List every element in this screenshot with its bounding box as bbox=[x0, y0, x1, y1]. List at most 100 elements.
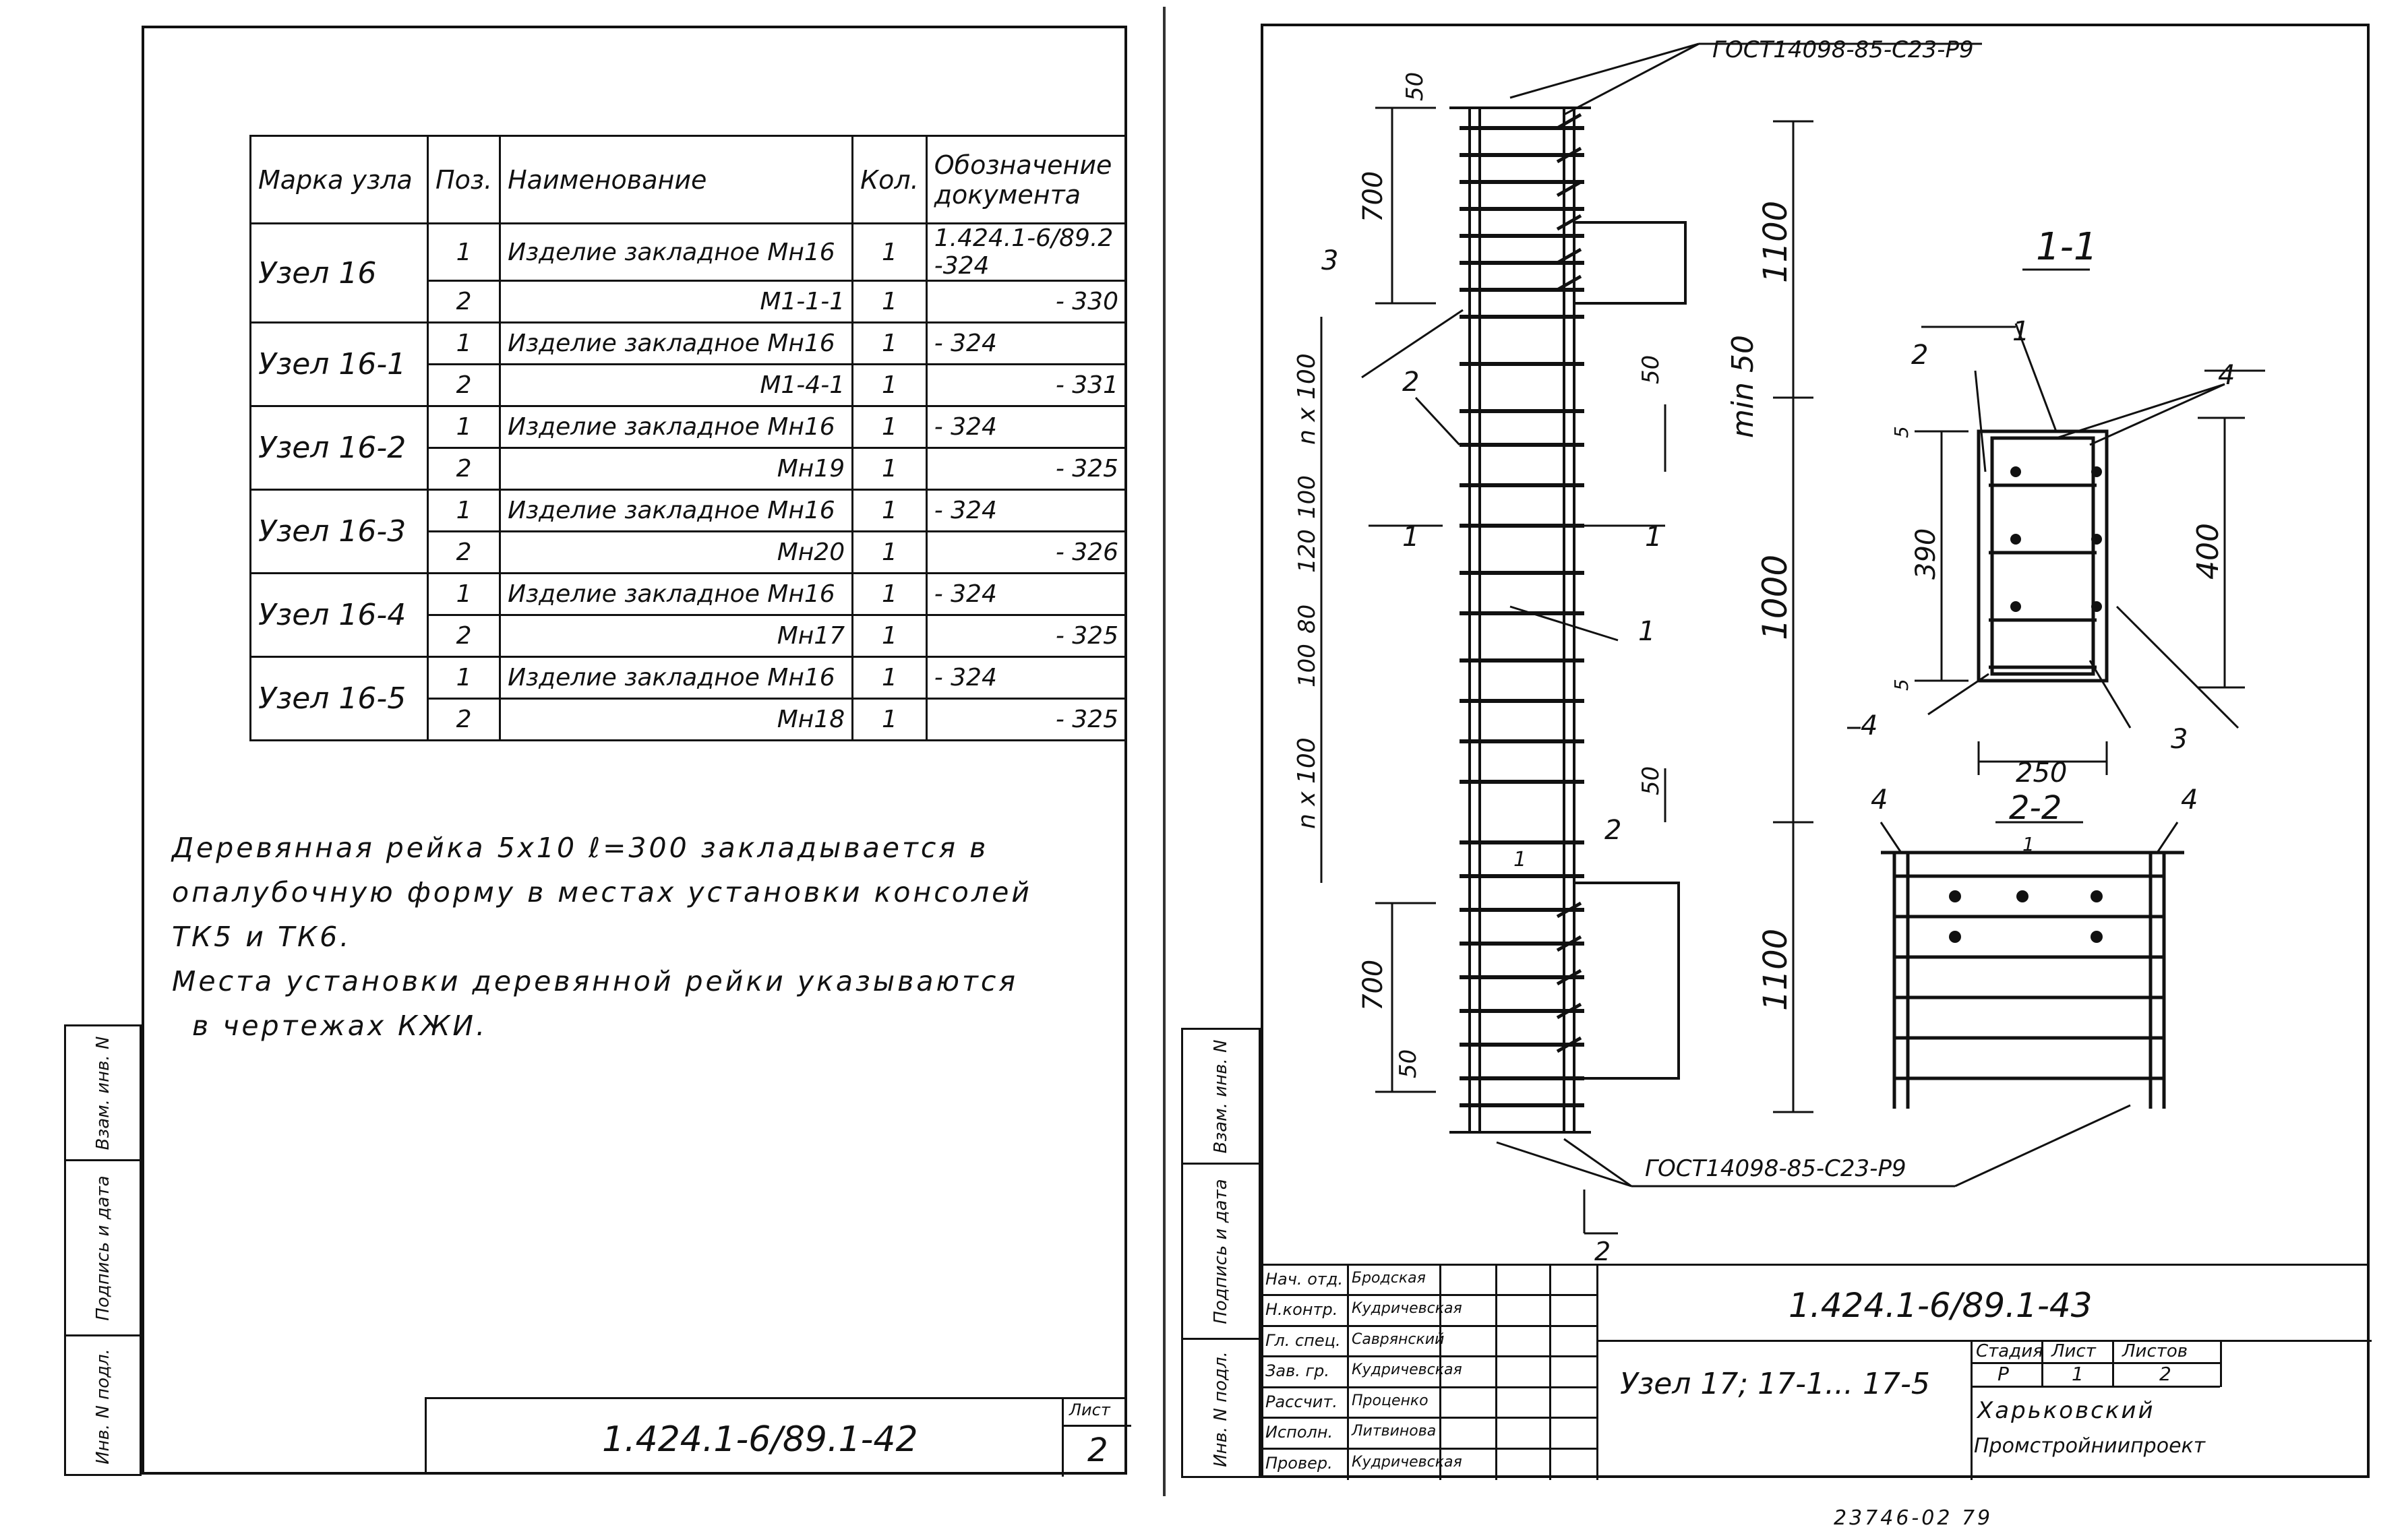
sheets-value: 2 bbox=[2159, 1363, 2171, 1385]
qty-cell: 1 bbox=[851, 698, 928, 741]
weld-mark bbox=[1556, 146, 1582, 164]
section-1-1-label-4a: 4 bbox=[2218, 360, 2235, 391]
pos-cell: 2 bbox=[426, 614, 502, 658]
right-side-strip: Взам. инв. N Подпись и дата Инв. N подл. bbox=[1181, 1028, 1261, 1478]
section-2-2-label-4a: 4 bbox=[1871, 784, 1888, 815]
qty-cell: 1 bbox=[851, 280, 928, 324]
section-mark-2-bottom: 2 bbox=[1594, 1237, 1611, 1266]
note-line: Места установки деревянной рейки указыва… bbox=[172, 965, 1019, 997]
role-label: Исполн. bbox=[1265, 1423, 1333, 1442]
name-cell: Изделие закладное Мн16 bbox=[499, 489, 854, 532]
dim-100: 100 bbox=[1294, 475, 1321, 519]
dim-100b: 100 bbox=[1294, 644, 1321, 687]
header-mark: Марка узла bbox=[249, 135, 429, 224]
left-side-strip: Взам. инв. N Подпись и дата Инв. N подл. bbox=[64, 1024, 142, 1476]
qty-cell: 1 bbox=[851, 489, 928, 532]
doc-cell: 1.424.1-6/89.2 -324 bbox=[925, 222, 1128, 282]
note-line: опалубочную форму в местах установки кон… bbox=[172, 876, 1032, 908]
role-row: Исполн.Литвинова bbox=[1263, 1419, 1596, 1450]
name-cell: Изделие закладное Мн16 bbox=[499, 656, 854, 700]
role-name: Кудричевская bbox=[1352, 1361, 1462, 1379]
dim-700-bot: 700 bbox=[1358, 960, 1389, 1011]
notes: Деревянная рейка 5х10 ℓ=300 закладываетс… bbox=[172, 826, 1102, 1048]
weld-mark bbox=[1556, 247, 1582, 265]
pos-cell: 2 bbox=[426, 280, 502, 324]
section-mark-1-right: 1 bbox=[1645, 522, 1662, 553]
section-1-1-h390: 390 bbox=[1911, 528, 1942, 580]
pos-label-2b: 2 bbox=[1604, 815, 1621, 846]
doc-cell: - 326 bbox=[925, 530, 1128, 574]
role-row: Гл. спец.Саврянский bbox=[1263, 1327, 1596, 1358]
header-qty: Кол. bbox=[851, 135, 928, 224]
spec-table: Марка узла Поз. Наименование Кол. Обозна… bbox=[249, 135, 1128, 741]
weld-mark bbox=[1556, 214, 1582, 231]
doc-cell: - 325 bbox=[925, 447, 1128, 491]
role-label: Нач. отд. bbox=[1265, 1270, 1344, 1289]
role-name: Саврянский bbox=[1352, 1330, 1445, 1348]
name-cell: Изделие закладное Мн16 bbox=[499, 222, 854, 282]
weld-mark bbox=[1556, 180, 1582, 197]
role-row: Провер.Кудричевская bbox=[1263, 1450, 1596, 1480]
role-row: Н.контр.Кудричевская bbox=[1263, 1296, 1596, 1327]
pos-cell: 1 bbox=[426, 572, 502, 616]
section-2-2-label-1: 1 bbox=[2022, 833, 2035, 855]
pos-label-1: 1 bbox=[1638, 616, 1655, 647]
footer-number: 23746-02 79 bbox=[1834, 1506, 1993, 1530]
role-row: Рассчит.Проценко bbox=[1263, 1388, 1596, 1419]
name-cell: Изделие закладное Мн16 bbox=[499, 405, 854, 449]
qty-cell: 1 bbox=[851, 405, 928, 449]
stamp-sheet-no: 2 bbox=[1087, 1431, 1108, 1469]
pos-label-1b: 1 bbox=[1513, 848, 1526, 871]
weld-mark bbox=[1556, 901, 1582, 919]
node-mark: Узел 16-3 bbox=[249, 489, 429, 574]
stage-value: Р bbox=[1997, 1363, 2009, 1385]
name-cell: Мн20 bbox=[499, 530, 854, 574]
gost-label-top: ГОСТ14098-85-С23-Р9 bbox=[1712, 36, 1974, 63]
node-mark: Узел 16-2 bbox=[249, 405, 429, 491]
pos-cell: 2 bbox=[426, 530, 502, 574]
section-1-1-title: 1-1 bbox=[2036, 225, 2097, 269]
doc-cell: - 325 bbox=[925, 698, 1128, 741]
qty-cell: 1 bbox=[851, 656, 928, 700]
pos-label-3: 3 bbox=[1321, 245, 1338, 276]
dim-1000: 1000 bbox=[1755, 555, 1795, 640]
doc-cell: - 330 bbox=[925, 280, 1128, 324]
left-stamp: 1.424.1-6/89.1-42 Лист 2 bbox=[425, 1397, 1131, 1477]
pos-label-2: 2 bbox=[1402, 367, 1419, 398]
doc-cell: - 324 bbox=[925, 489, 1128, 532]
qty-cell: 1 bbox=[851, 222, 928, 282]
dim-700-top: 700 bbox=[1358, 171, 1389, 222]
weld-mark bbox=[1556, 935, 1582, 952]
role-row: Зав. гр.Кудричевская bbox=[1263, 1357, 1596, 1388]
pos-cell: 1 bbox=[426, 321, 502, 365]
sheet-label: Лист bbox=[2051, 1341, 2096, 1361]
node-mark: Узел 16 bbox=[249, 222, 429, 324]
role-label: Провер. bbox=[1265, 1453, 1333, 1473]
name-cell: М1-1-1 bbox=[499, 280, 854, 324]
name-cell: Изделие закладное Мн16 bbox=[499, 321, 854, 365]
qty-cell: 1 bbox=[851, 614, 928, 658]
role-name: Проценко bbox=[1352, 1392, 1429, 1409]
name-cell: Мн19 bbox=[499, 447, 854, 491]
weld-mark bbox=[1556, 968, 1582, 986]
node-mark: Узел 16-4 bbox=[249, 572, 429, 658]
pos-cell: 1 bbox=[426, 222, 502, 282]
weld-mark bbox=[1556, 274, 1582, 292]
section-1-1-h400: 400 bbox=[2191, 523, 2225, 580]
org-line2: Промстройниипроект bbox=[1974, 1434, 2206, 1458]
section-1-1-label-3: 3 bbox=[2171, 724, 2188, 755]
weld-mark bbox=[1556, 113, 1582, 130]
weld-mark bbox=[1556, 1036, 1582, 1053]
gost-label-bottom: ГОСТ14098-85-С23-Р9 bbox=[1645, 1155, 1906, 1182]
section-1-1-w250: 250 bbox=[2016, 758, 2067, 789]
node-mark: Узел 16-5 bbox=[249, 656, 429, 741]
section-1-1-label-2: 2 bbox=[1911, 340, 1928, 371]
stage-label: Стадия bbox=[1976, 1341, 2043, 1361]
pos-cell: 1 bbox=[426, 489, 502, 532]
